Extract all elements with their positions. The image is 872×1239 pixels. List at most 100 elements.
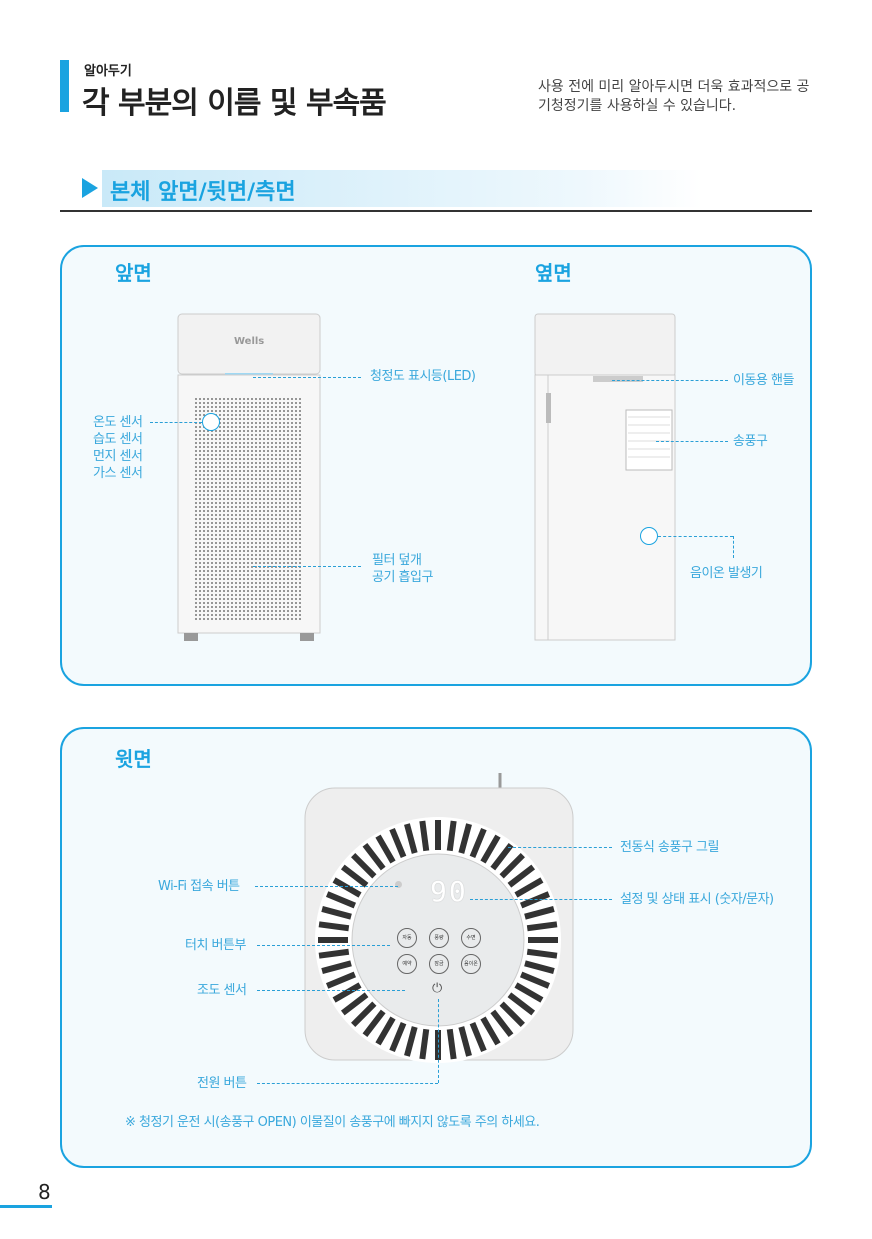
grill-slat bbox=[389, 1022, 407, 1053]
label-display: 설정 및 상태 표시 (숫자/문자) bbox=[620, 892, 774, 907]
label-filter-cover: 필터 덮개 bbox=[372, 553, 422, 568]
side-heading: 옆면 bbox=[535, 261, 572, 285]
touch-button[interactable]: 음이온 bbox=[461, 954, 481, 974]
grill-slat bbox=[340, 864, 369, 888]
grill-slat bbox=[375, 1016, 396, 1046]
grill-slat bbox=[351, 1001, 377, 1027]
grill-slat bbox=[499, 853, 525, 879]
grill-slat bbox=[362, 1009, 386, 1038]
grill-slat bbox=[480, 834, 501, 864]
grill-slat bbox=[524, 906, 555, 920]
label-wifi: Wi-Fi 접속 버튼 bbox=[158, 879, 240, 894]
label-handle: 이동용 핸들 bbox=[733, 373, 794, 388]
leader-line bbox=[257, 1083, 438, 1084]
side-view-illustration bbox=[534, 313, 676, 641]
grill-slat bbox=[469, 827, 487, 858]
leader-line bbox=[253, 377, 361, 378]
grill-slat bbox=[524, 960, 555, 974]
label-ionizer: 음이온 발생기 bbox=[690, 566, 763, 581]
top-heading: 윗면 bbox=[115, 747, 152, 771]
title-accent-bar bbox=[60, 60, 69, 112]
wifi-icon[interactable] bbox=[395, 881, 402, 888]
front-heading: 앞면 bbox=[115, 261, 152, 285]
label-sensor-dust: 먼지 센서 bbox=[93, 449, 143, 464]
label-sensor-humidity: 습도 센서 bbox=[93, 432, 143, 447]
leader-line bbox=[257, 990, 405, 991]
grill-slat bbox=[318, 948, 350, 959]
leader-line bbox=[658, 536, 733, 537]
leader-line bbox=[150, 422, 202, 423]
intro-text: 사용 전에 미리 알아두시면 더욱 효과적으로 공기청정기를 사용하실 수 있습… bbox=[538, 79, 810, 114]
caution-note: ※ 청정기 운전 시(송풍구 OPEN) 이물질이 송풍구에 빠지지 않도록 주… bbox=[125, 1115, 540, 1130]
label-touch: 터치 버튼부 bbox=[185, 938, 246, 953]
section-band bbox=[102, 170, 702, 207]
grill-slat bbox=[340, 992, 369, 1016]
label-power: 전원 버튼 bbox=[197, 1076, 247, 1091]
touch-button[interactable]: 수면 bbox=[461, 928, 481, 948]
label-outlet: 송풍구 bbox=[733, 434, 768, 449]
label-sensor-temp: 온도 센서 bbox=[93, 415, 143, 430]
grill-slat bbox=[514, 877, 544, 898]
grill-slat bbox=[389, 827, 407, 858]
front-view-illustration bbox=[177, 313, 321, 641]
display-readout: 90 bbox=[430, 875, 468, 908]
grill-slat bbox=[419, 1028, 430, 1060]
grill-slat bbox=[458, 823, 472, 854]
grill-slat bbox=[321, 960, 352, 974]
grill-slat bbox=[490, 1009, 514, 1038]
grill-slat bbox=[404, 823, 418, 854]
page-number: 8 bbox=[38, 1180, 51, 1204]
grill-slat bbox=[318, 921, 350, 932]
section-divider bbox=[60, 210, 812, 212]
label-air-intake: 공기 흡입구 bbox=[372, 570, 433, 585]
leader-line bbox=[438, 999, 439, 1083]
triangle-icon bbox=[82, 178, 98, 198]
grill-slat bbox=[480, 1016, 501, 1046]
label-sensor-gas: 가스 센서 bbox=[93, 466, 143, 481]
grill-slat bbox=[404, 1026, 418, 1057]
label-led: 청정도 표시등(LED) bbox=[370, 369, 476, 384]
grill-slat bbox=[446, 820, 457, 852]
grill-slat bbox=[499, 1001, 525, 1027]
ionizer-marker bbox=[640, 527, 658, 545]
grill-slat bbox=[325, 971, 356, 989]
leader-line bbox=[253, 566, 361, 567]
page-title: 각 부분의 이름 및 부속품 bbox=[82, 86, 387, 121]
grill-slat bbox=[526, 921, 558, 932]
grill-slat bbox=[490, 842, 514, 871]
grill-slat bbox=[332, 877, 362, 898]
grill-slat bbox=[469, 1022, 487, 1053]
grill-slat bbox=[362, 842, 386, 871]
grill-slat bbox=[419, 820, 430, 852]
section-title: 본체 앞면/뒷면/측면 bbox=[110, 180, 296, 205]
power-icon[interactable]: ⏻ bbox=[432, 981, 443, 996]
grill-slat bbox=[375, 834, 396, 864]
grill-slat bbox=[325, 891, 356, 909]
top-view-illustration bbox=[304, 773, 574, 1063]
grill-slat bbox=[321, 906, 352, 920]
grill-slat bbox=[332, 982, 362, 1003]
leader-line bbox=[255, 886, 398, 887]
kicker: 알아두기 bbox=[84, 64, 132, 79]
leader-line bbox=[508, 847, 612, 848]
grill-slat bbox=[446, 1028, 457, 1060]
grill-slat bbox=[507, 864, 536, 888]
grill-slat bbox=[514, 982, 544, 1003]
touch-button[interactable]: 잠금 bbox=[429, 954, 449, 974]
touch-button[interactable]: 풍량 bbox=[429, 928, 449, 948]
grill-slat bbox=[526, 948, 558, 959]
leader-line bbox=[656, 441, 728, 442]
brand-logo: Wells bbox=[234, 336, 265, 347]
label-grill: 전동식 송풍구 그릴 bbox=[620, 840, 719, 855]
grill-slat bbox=[507, 992, 536, 1016]
label-light-sensor: 조도 센서 bbox=[197, 983, 247, 998]
leader-line bbox=[612, 380, 728, 381]
touch-button[interactable]: 예약 bbox=[397, 954, 417, 974]
grill-slat bbox=[351, 853, 377, 879]
grill-slat bbox=[520, 971, 551, 989]
leader-line bbox=[257, 945, 390, 946]
leader-line bbox=[470, 899, 612, 900]
sensor-marker bbox=[202, 413, 220, 431]
touch-button[interactable]: 자동 bbox=[397, 928, 417, 948]
